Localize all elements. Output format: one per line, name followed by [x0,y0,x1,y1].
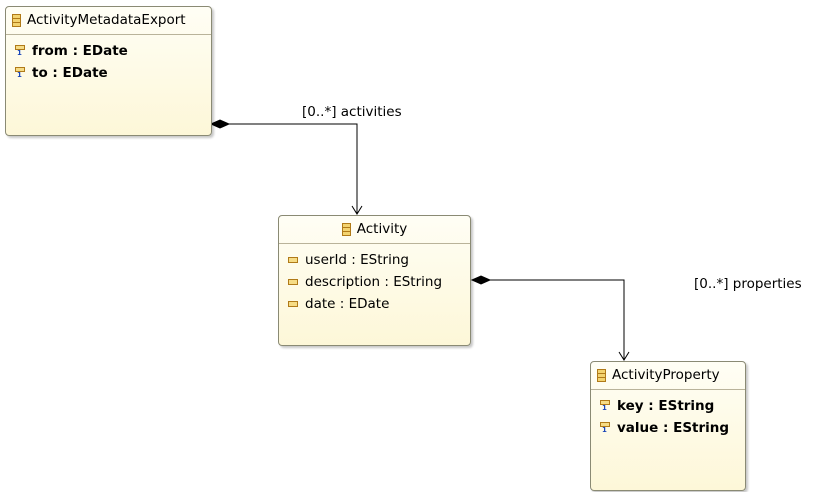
required-attribute-icon: 1 [600,421,610,435]
eclass-icon [12,14,21,27]
attribute-user-id[interactable]: userId : EString [288,249,470,271]
attribute-to[interactable]: 1 to : EDate [15,62,211,84]
arrowhead-icon [351,205,363,215]
composition-diamond-icon [209,119,231,129]
attribute-compartment: userId : EString description : EString d… [279,244,470,315]
class-name[interactable]: Activity [356,221,408,237]
attribute-compartment: 1 key : EString 1 value : EString [591,390,745,439]
class-activity-metadata-export[interactable]: ActivityMetadataExport 1 from : EDate 1 … [5,6,212,136]
attribute-icon [288,257,298,263]
eclass-icon [341,223,351,236]
required-attribute-icon: 1 [15,44,25,58]
class-header[interactable]: ActivityProperty [591,362,745,390]
properties-reference-label[interactable]: [0..*] properties [694,276,802,292]
attribute-icon [288,279,298,285]
activities-reference-edge[interactable] [209,119,363,215]
class-activity-property[interactable]: ActivityProperty 1 key : EString 1 value… [590,361,746,491]
required-attribute-icon: 1 [15,66,25,80]
arrowhead-icon [618,351,630,361]
attribute-label: from : EDate [32,43,128,59]
class-activity[interactable]: Activity userId : EString description : … [278,215,471,346]
attribute-icon [288,301,298,307]
attribute-label: userId : EString [305,252,409,268]
attribute-date[interactable]: date : EDate [288,293,470,315]
attribute-value[interactable]: 1 value : EString [600,417,745,439]
attribute-label: date : EDate [305,296,390,312]
class-name[interactable]: ActivityProperty [612,367,720,383]
properties-reference-edge[interactable] [470,275,630,361]
attribute-description[interactable]: description : EString [288,271,470,293]
attribute-label: to : EDate [32,65,108,81]
class-header[interactable]: Activity [279,216,470,244]
attribute-compartment: 1 from : EDate 1 to : EDate [6,35,211,84]
attribute-label: value : EString [617,420,730,436]
attribute-key[interactable]: 1 key : EString [600,395,745,417]
attribute-label: description : EString [305,274,443,290]
attribute-from[interactable]: 1 from : EDate [15,40,211,62]
attribute-label: key : EString [617,398,715,414]
class-name[interactable]: ActivityMetadataExport [27,12,186,28]
composition-diamond-icon [470,275,492,285]
class-header[interactable]: ActivityMetadataExport [6,7,211,35]
required-attribute-icon: 1 [600,399,610,413]
eclass-icon [597,369,606,382]
activities-reference-label[interactable]: [0..*] activities [302,104,402,120]
